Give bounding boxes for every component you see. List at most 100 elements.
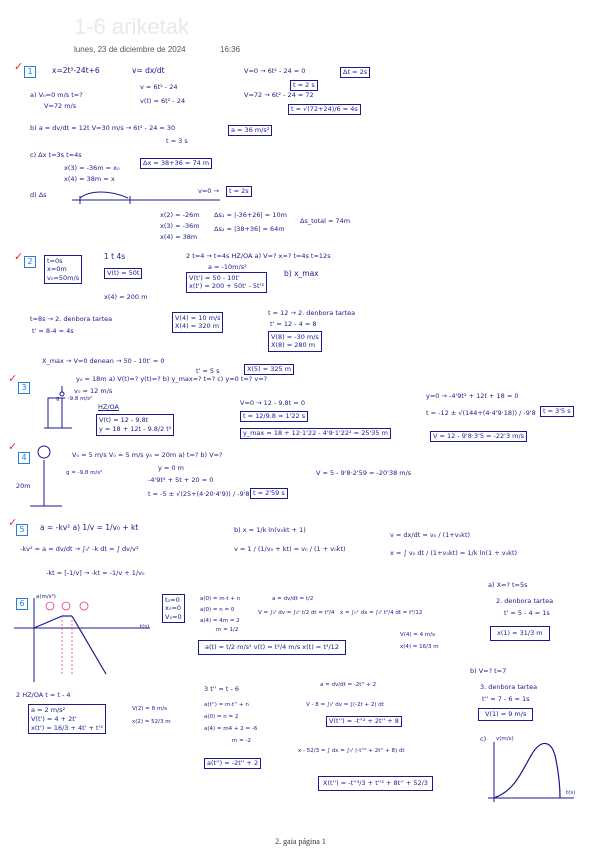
p6-rb-box: V(1) = 9 m/s <box>478 708 534 722</box>
p6-s3-box: a(t'') = -2t'' + 2 <box>204 758 262 770</box>
p2-c-v: V(4) = 10 m/s <box>175 314 221 322</box>
p3-c-t: t = 3'5 s <box>540 406 574 418</box>
problem-number: 2 <box>24 256 36 268</box>
checkmark-icon: ✓ <box>14 60 24 73</box>
p6-s1-9: x(4) = 16/3 m <box>400 644 439 650</box>
p1-b-answer: a = 36 m/s² <box>228 125 273 137</box>
p3-c-v: V = 12 - 9'8·3'5 = -22'3 m/s <box>430 431 528 443</box>
p6-rc-axis-y: v(m/s) <box>496 736 514 742</box>
p6-s3-1: 3 t'' = t - 6 <box>204 685 240 693</box>
p3-question: y₀ = 18m a) V(t)=? y(t)=? b) y_max=? t=?… <box>76 375 268 383</box>
p3-y-func: y = 18 + 12t - 9.8/2 t² <box>99 425 172 434</box>
p5-b2: v = 1 / (1/v₀ + kt) = v₀ / (1 + v₀kt) <box>234 545 346 553</box>
p2-c1: t=8s → 2. denbora tartea <box>30 315 113 323</box>
p1-a-question: a) V₀=0 m/s t=? <box>30 91 83 99</box>
p6-axis-y: a(m/s²) <box>36 594 56 600</box>
p4-drop-diagram <box>30 445 62 507</box>
checkmark-icon: ✓ <box>8 372 18 385</box>
p2-section1-box: V(t) = 50t <box>104 268 143 280</box>
p3-c1: y=0 → -4'9t² + 12t + 18 = 0 <box>426 392 519 400</box>
p6-s1-6: V = ∫₀ᵗ dv = ∫₀ᵗ t/2 dt = t²/4 <box>258 610 335 616</box>
p6-s1-1: a(0) = m·t + n <box>200 596 241 602</box>
p3-g: g = -9.8 m/s² <box>56 396 93 402</box>
p5-b1: b) x = 1/k ln(v₀kt + 1) <box>234 526 306 534</box>
p6-ra-2: 2. denbora tartea <box>496 597 554 605</box>
p2-section2-box: V(t') = 50 - 10t' x(t') = 200 + 50t' - 5… <box>186 272 267 293</box>
p3-b-y: y_max = 18 + 12·1'22 - 4'9·1'22² = 25'35… <box>240 428 391 440</box>
p6-s3-box2: V(t'') = -t''² + 2t'' + 8 <box>326 716 402 728</box>
p1-r4: t = √(72+24)/6 = 4s <box>288 104 361 116</box>
p6-velocity-graph <box>488 742 574 802</box>
p5-l1: a = -kv² a) 1/v = 1/v₀ + kt <box>40 523 139 532</box>
p6-s1-4: m = 1/2 <box>216 627 239 633</box>
checkmark-icon: ✓ <box>8 516 18 529</box>
p6-s2-1: 2 HZ/OA t = t - 4 <box>16 691 71 699</box>
p6-s2-a: a = 2 m/s² <box>31 706 66 714</box>
p3-c2: t = -12 ± √(144+(4·4'9·18)) / -9'8 <box>426 409 536 417</box>
p2-d1: t = 12 → 2. denbora tartea <box>268 309 356 317</box>
p1-c-answer: Δx = 38+36 = 74 m <box>140 158 213 170</box>
p2-xmax-2: t' = 5 s <box>196 367 220 375</box>
p6-rb-1: b) V=? t=7 <box>470 667 507 675</box>
p6-s2-x: x(t') = 16/3 + 4t' + t'² <box>31 723 103 732</box>
p1-d-diagram <box>72 191 220 204</box>
p1-d-s2: Δs₂ = |38+36| = 64m <box>214 225 285 233</box>
p6-s1-3: a(4) = 4m = 2 <box>200 618 240 624</box>
checkmark-icon: ✓ <box>14 250 24 263</box>
p2-section2-label: 2 t=4 → t=4s HZ/OA a) V=? x=? t=4s t=12s <box>186 252 331 260</box>
p6-axis-x: t(s) <box>140 624 150 630</box>
p6-s3-2: a(t'') = m·t'' + n <box>204 702 249 708</box>
p6-s3-6: a = dv/dt = -2t'' + 2 <box>320 682 377 688</box>
p6-given-v: V₀=0 <box>165 612 182 621</box>
p6-s3-8: x - 52/3 = ∫ dx = ∫₀ᵗ (-t''² + 2t'' + 8)… <box>298 748 405 754</box>
p6-rc-label: c) <box>480 735 487 743</box>
p6-s2-r1: V(2) = 8 m/s <box>132 706 167 712</box>
p1-d-x3: x(3) = -36m <box>160 222 200 230</box>
p6-s3-7: V - 8 = ∫₀ᵗ dv = ∫(-2t + 2) dt <box>306 702 384 708</box>
p5-l3: -kt = [-1/v] → -kt = -1/v + 1/v₀ <box>46 569 145 577</box>
p3-v0: v₀ = 12 m/s <box>74 387 113 395</box>
p1-r3: V=72 → 6t² - 24 = 72 <box>244 91 314 99</box>
p2-d-v: V(8) = -30 m/s <box>271 333 319 341</box>
p2-d-x: X(8) = 280 m <box>271 341 316 350</box>
page-title: 1-6 ariketak <box>74 14 189 39</box>
p1-answer-dt: Δt = 2s <box>340 67 371 79</box>
problem-number: 5 <box>16 524 28 536</box>
p6-rb-2: 3. denbora tartea <box>480 683 538 691</box>
p6-rb-3: t'' = 7 - 6 = 1s <box>482 695 530 703</box>
p2-c-x: X(4) = 320 m <box>175 322 220 331</box>
p3-box: V(t) = 12 - 9.8t y = 18 + 12t - 9.8/2 t² <box>96 414 175 437</box>
problem-number: 6 <box>16 598 28 610</box>
p1-velocity-def: v= dx/dt <box>132 66 165 75</box>
page-footer: 2. gaia página 1 <box>275 837 326 846</box>
p6-acceleration-graph <box>14 598 150 682</box>
p1-d-x4: x(4) = 38m <box>160 233 198 241</box>
p1-r1: V=0 → 6t² - 24 = 0 <box>244 67 306 75</box>
p6-s1-7: x = ∫₀ˣ dx = ∫₀ᵗ t²/4 dt = t³/12 <box>340 610 423 616</box>
p1-c-x4: x(4) = 38m = x <box>64 175 115 183</box>
p4-height: 20m <box>16 482 31 490</box>
p4-eq: -4'9t² + 5t + 20 = 0 <box>148 476 214 484</box>
p6-s1-box: a(t) = t/2 m/s² v(t) = t²/4 m/s x(t) = t… <box>198 640 346 656</box>
p4-question: V₀ = 5 m/s V₀ = 5 m/s y₀ = 20m a) t=? b)… <box>72 451 223 459</box>
p2-section1-label: 1 t 4s <box>104 252 126 261</box>
p3-building-diagram <box>44 386 72 429</box>
p4-quadratic: t = -5 ± √(25+(4·20·4'9)) / -9'8 <box>148 490 250 498</box>
p6-s1-8: V(4) = 4 m/s <box>400 632 435 638</box>
p6-given-x: x₀=0 <box>165 604 182 613</box>
problem-number: 4 <box>18 452 30 464</box>
p4-y: y = 0 m <box>158 464 184 472</box>
checkmark-icon: ✓ <box>8 440 18 453</box>
p1-d: d) Δs <box>30 191 47 199</box>
p2-d-box: V(8) = -30 m/s X(8) = 280 m <box>268 331 322 352</box>
p2-given: t=0s x=0m v₀=50m/s <box>44 255 83 285</box>
p6-s3-5: m = -2 <box>232 738 251 744</box>
p6-s2-box: a = 2 m/s² V(t') = 4 + 2t' x(t') = 16/3 … <box>28 704 106 735</box>
p6-ra-3: t' = 5 - 4 = 1s <box>504 609 550 617</box>
p6-s2-v: V(t') = 4 + 2t' <box>31 714 77 723</box>
p2-d2: t' = 12 - 4 = 8 <box>270 320 317 328</box>
p1-b-t: t = 3 s <box>166 137 188 145</box>
p5-b4: x = ∫ v₀ dt / (1+v₀kt) = 1/k ln(1 + v₀kt… <box>390 549 518 557</box>
p1-d-v0: v=0 → <box>198 187 219 195</box>
p2-acceleration: a = -10m/s² <box>208 263 247 271</box>
